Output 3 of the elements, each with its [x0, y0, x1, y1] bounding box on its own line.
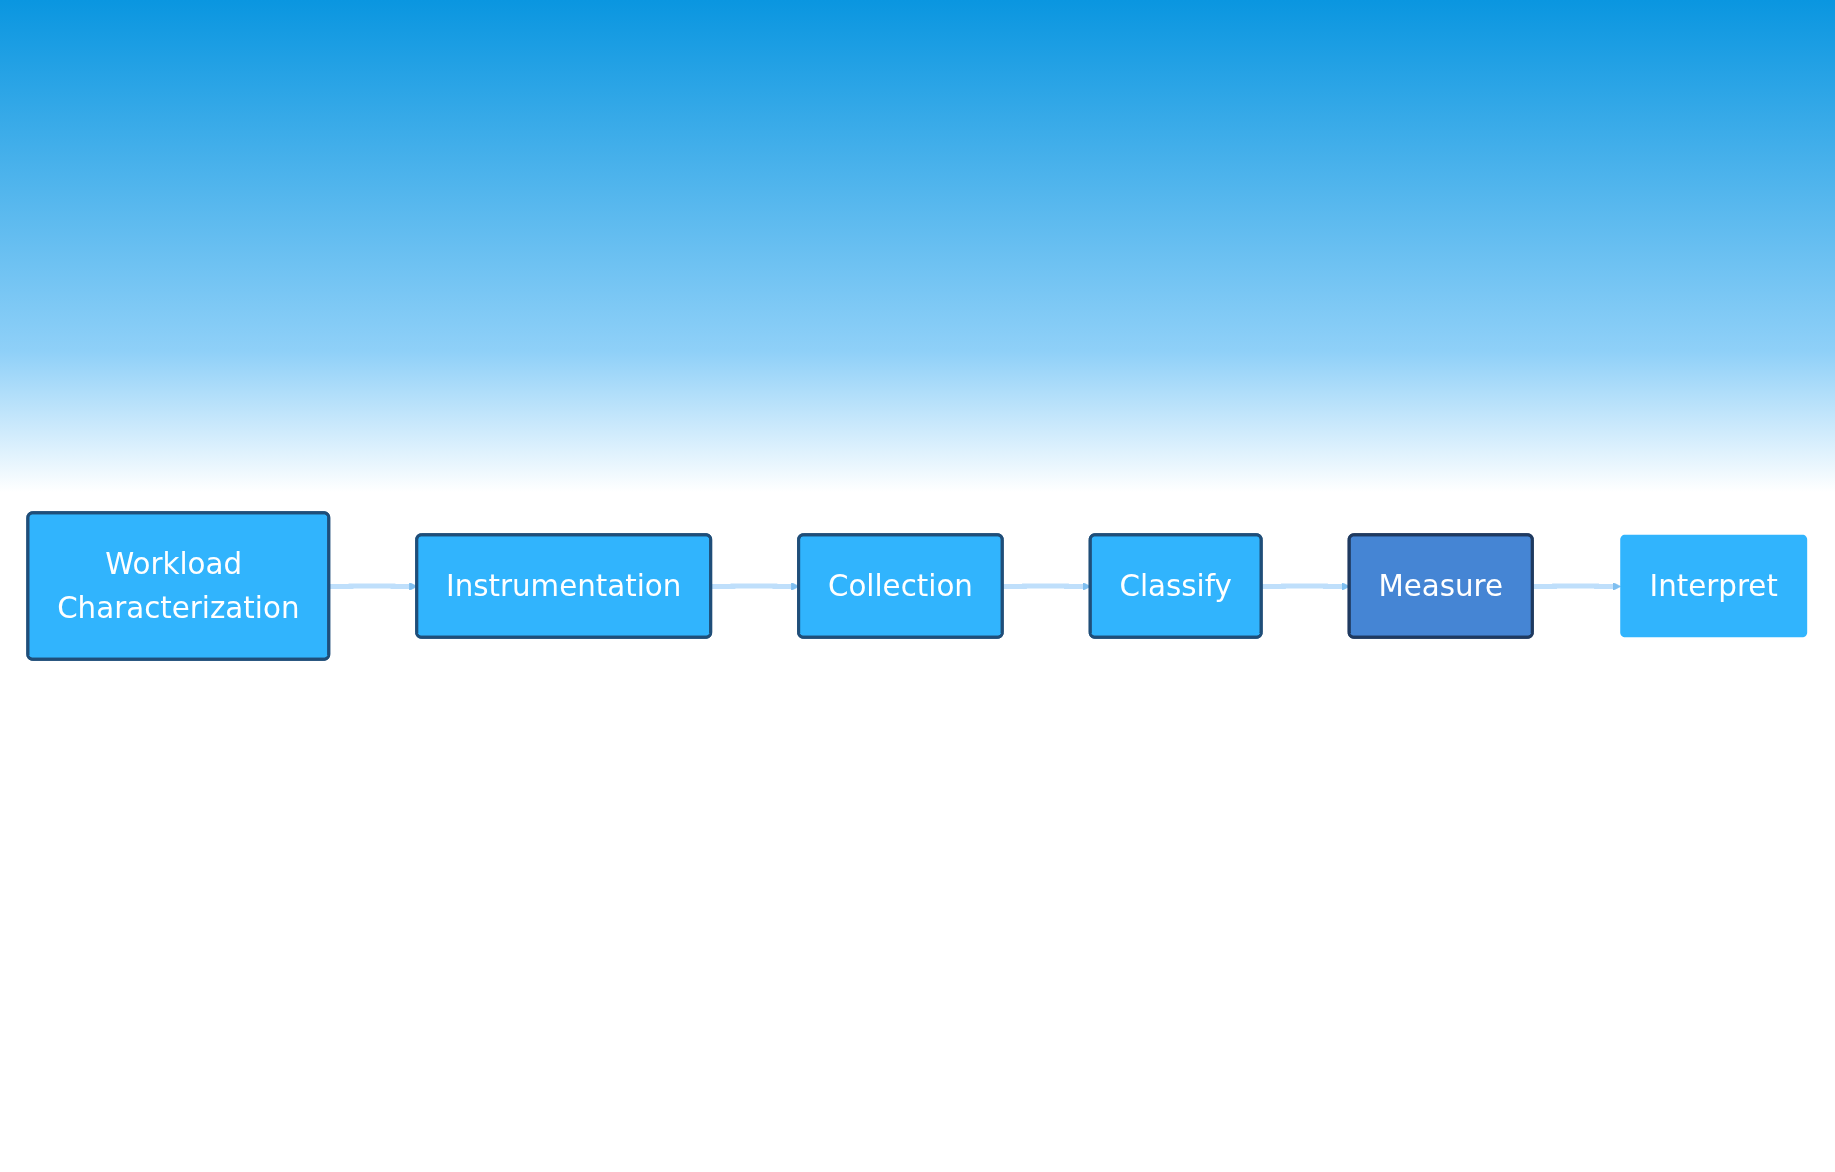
arrow — [1532, 582, 1622, 591]
node-box: Interpret — [1620, 534, 1808, 638]
arrow — [1261, 582, 1350, 591]
